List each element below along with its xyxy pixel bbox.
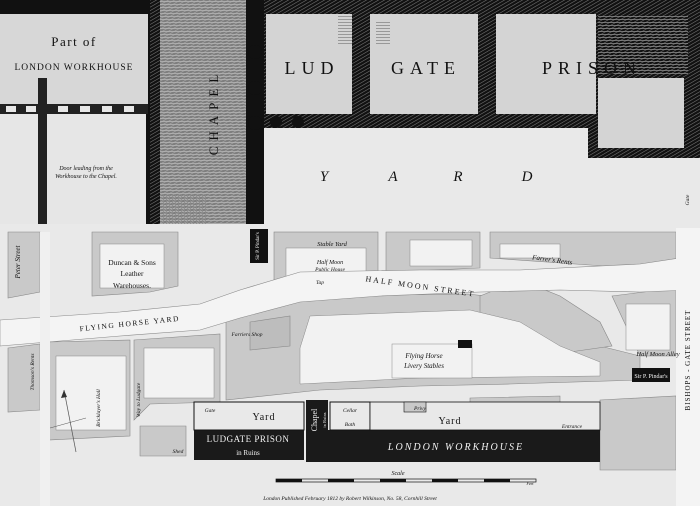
stair-2 <box>376 20 390 44</box>
cellar-label: Cellar <box>343 408 358 414</box>
chapel-vertical-label: Chapel <box>310 408 319 431</box>
prison-room-3 <box>496 14 596 114</box>
yard-letter: A <box>387 169 398 185</box>
yard-letter: D <box>521 169 533 185</box>
duncan-label-3: Warehouses. <box>113 281 151 290</box>
peter-street-label: Peter Street <box>14 244 22 279</box>
lower-plan: Sir P. Pindar's Sir P. Pindar's Peter St… <box>0 228 700 506</box>
ludgate-prison-ruins <box>194 430 304 460</box>
prison-room-1 <box>266 14 352 114</box>
flying-horse-stables-2: Livery Stables <box>403 362 444 370</box>
prison-label-prison: PRISON <box>542 58 642 78</box>
half-moon-label-1: Half Moon <box>316 259 343 266</box>
way-to-ludgate-label: Way to Ludgate <box>136 382 142 417</box>
privy-label: Privy <box>413 406 426 412</box>
bath-label: Bath <box>345 422 356 428</box>
yard-letter: Y <box>320 169 330 185</box>
duncan-label-2: Leather <box>121 269 144 278</box>
workhouse-label-2: LONDON WORKHOUSE <box>14 63 133 73</box>
street-bishopsgate <box>676 228 700 506</box>
thomsons-rents-label: Thomson's Rents <box>30 353 36 390</box>
street-half-moon <box>0 257 691 347</box>
sir-p-pindar-right-label: Sir P. Pindar's <box>634 374 668 380</box>
street-peter <box>40 232 50 506</box>
london-workhouse-label: LONDON WORKHOUSE <box>387 442 524 453</box>
workhouse-lower-room <box>0 114 146 224</box>
prison-label-lud: LUD <box>285 58 340 78</box>
sir-p-pindar-top-block <box>250 229 268 263</box>
door-note-1: Door leading from the <box>58 165 113 172</box>
ludgate-in-ruins-label: in Ruins <box>236 449 260 457</box>
yard-letters: Y A R D <box>320 169 533 185</box>
upper-gate-label: Gate <box>685 194 691 205</box>
chapel-wall <box>246 0 264 224</box>
bishopsgate-street-label: BISHOPS - GATE STREET <box>684 310 692 411</box>
stair-1 <box>338 16 352 44</box>
half-moon-label-2: Public House <box>314 267 345 273</box>
pillar <box>248 116 262 130</box>
pillar <box>248 45 262 59</box>
scale-label: Scale <box>392 471 405 477</box>
chapel-in-ruins-label: in Ruins <box>322 412 327 427</box>
flying-horse-stables-1: Flying Horse <box>404 352 442 360</box>
gate-label: Gate <box>205 408 216 414</box>
bricklayers-hall-label: Bricklayer's Hall <box>96 389 102 427</box>
workhouse-wall-dashes <box>0 104 148 114</box>
prison-room-4 <box>598 78 684 148</box>
ruins-yard-label: Yard <box>253 412 276 423</box>
ruins-yard <box>193 401 305 431</box>
upper-plan: Part of LONDON WORKHOUSE Door leading fr… <box>0 0 700 224</box>
sir-p-pindar-top-label: Sir P. Pindar's <box>256 232 261 260</box>
workhouse-room <box>0 14 148 106</box>
duncan-label-1: Duncan & Sons <box>108 258 156 267</box>
chapel-steps <box>162 194 208 224</box>
compass-arrow-icon <box>49 389 87 453</box>
prison-yard <box>264 128 588 224</box>
shed-label: Shed <box>173 449 184 455</box>
half-moon-alley-label: Half Moon Alley <box>635 351 679 358</box>
yard-letter: R <box>452 169 462 185</box>
prison-label-gate: GATE <box>391 58 461 78</box>
sir-p-pindar-right-block <box>632 368 670 382</box>
tap-label: Tap <box>316 280 324 286</box>
chapel-ruins <box>306 400 328 462</box>
imprint: London Published February 1812 by Robert… <box>262 496 437 502</box>
chapel-label: CHAPEL <box>206 69 221 156</box>
stable-yard-label: Stable Yard <box>317 241 347 248</box>
cellar-bath <box>329 401 371 431</box>
feet-label: Feet <box>525 481 534 486</box>
pillar <box>248 81 262 95</box>
workhouse-yard-label: Yard <box>439 416 462 427</box>
scale-bar: Scale Feet <box>275 471 537 486</box>
prison-stair <box>598 16 688 76</box>
workhouse-label-1: Part of <box>51 34 97 49</box>
london-workhouse-block <box>328 430 600 462</box>
door-passage <box>38 78 47 224</box>
ludgate-prison-label: LUDGATE PRISON <box>207 434 290 444</box>
entrance-label: Entrance <box>561 424 583 430</box>
farriers-shop-label: Farriers Shop <box>230 332 262 338</box>
door-note-2: Workhouse to the Chapel. <box>55 174 117 180</box>
